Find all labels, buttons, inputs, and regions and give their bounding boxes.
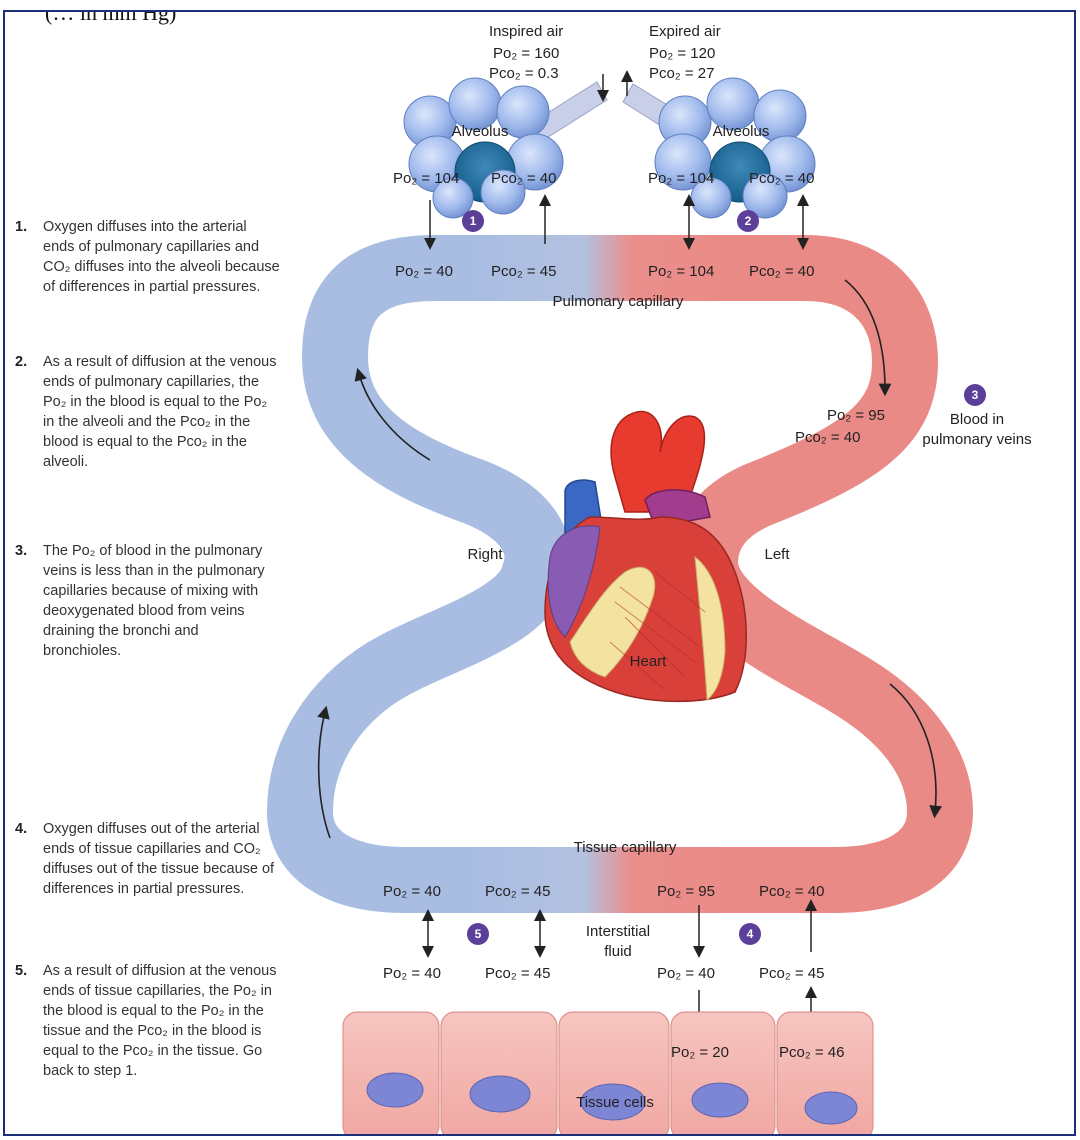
svg-text:4: 4 [747, 927, 754, 941]
diagram-frame: (… in mm Hg) [3, 10, 1076, 1136]
alveolus-left-po2: Po₂ = 104 [393, 170, 459, 187]
alveolus-right-label: Alveolus [713, 123, 770, 140]
step-badge-5: 5 [467, 923, 489, 945]
svg-text:5: 5 [475, 927, 482, 941]
step-badge-4: 4 [739, 923, 761, 945]
tissue-capillary-right-po2: Po₂ = 95 [657, 883, 715, 900]
step-5-text: 5. As a result of diffusion at the venou… [15, 961, 280, 1081]
alveolus-right-pco2: Pco₂ = 40 [749, 170, 814, 187]
expired-air-title: Expired air [649, 23, 721, 40]
tissue-capillary-left-pco2: Pco₂ = 45 [485, 883, 550, 900]
svg-text:3: 3 [972, 388, 979, 402]
pulmonary-veins-pco2: Pco₂ = 40 [795, 429, 860, 446]
heart-left-label: Left [764, 546, 790, 563]
heart-illustration: Heart [545, 412, 746, 702]
expired-pco2: Pco₂ = 27 [649, 65, 714, 82]
step-2-text: 2. As a result of diffusion at the venou… [15, 352, 280, 472]
interstitial-left-pco2: Pco₂ = 45 [485, 965, 550, 982]
pulmonary-veins-po2: Po₂ = 95 [827, 407, 885, 424]
pulmonary-veins-label-2: pulmonary veins [922, 431, 1031, 448]
alveolus-right-po2: Po₂ = 104 [648, 170, 714, 187]
step-badge-1: 1 [462, 210, 484, 232]
interstitial-label-2: fluid [604, 943, 632, 960]
step-3-text: 3. The Po₂ of blood in the pulmonary vei… [15, 541, 280, 661]
pulmonary-capillary-right-po2: Po₂ = 104 [648, 263, 714, 280]
inspired-po2: Po₂ = 160 [493, 45, 559, 62]
tissue-cells: Tissue cells [343, 1012, 873, 1136]
interstitial-left-po2: Po₂ = 40 [383, 965, 441, 982]
pulmonary-capillary-left-po2: Po₂ = 40 [395, 263, 453, 280]
interstitial-label-1: Interstitial [586, 923, 650, 940]
tissue-capillary-blend [475, 847, 735, 913]
pulmonary-veins-label-1: Blood in [950, 411, 1004, 428]
interstitial-right-po2: Po₂ = 40 [657, 965, 715, 982]
tissue-capillary-left-po2: Po₂ = 40 [383, 883, 441, 900]
pulmonary-capillary-left-pco2: Pco₂ = 45 [491, 263, 556, 280]
heart-right-label: Right [467, 546, 503, 563]
step-badge-2: 2 [737, 210, 759, 232]
tissue-cells-label: Tissue cells [576, 1094, 654, 1111]
pulmonary-capillary-right-pco2: Pco₂ = 40 [749, 263, 814, 280]
step-4-text: 4. Oxygen diffuses out of the arterial e… [15, 819, 280, 899]
tissue-capillary-right-pco2: Pco₂ = 40 [759, 883, 824, 900]
inspired-air-title: Inspired air [489, 23, 563, 40]
inspired-pco2: Pco₂ = 0.3 [489, 65, 559, 82]
tissue-cells-po2: Po₂ = 20 [671, 1044, 729, 1061]
pulmonary-capillary-label: Pulmonary capillary [553, 293, 684, 310]
alveolus-left-pco2: Pco₂ = 40 [491, 170, 556, 187]
tissue-capillary-label: Tissue capillary [574, 839, 677, 856]
expired-po2: Po₂ = 120 [649, 45, 715, 62]
interstitial-right-pco2: Pco₂ = 45 [759, 965, 824, 982]
svg-text:2: 2 [745, 214, 752, 228]
alveolus-left: Alveolus [404, 78, 563, 218]
alveolus-right: Alveolus [655, 78, 815, 218]
step-badge-3: 3 [964, 384, 986, 406]
heart-label: Heart [630, 653, 668, 670]
step-1-text: 1. Oxygen diffuses into the arterial end… [15, 217, 280, 297]
tissue-cells-pco2: Pco₂ = 46 [779, 1044, 844, 1061]
svg-text:1: 1 [470, 214, 477, 228]
alveolus-left-label: Alveolus [452, 123, 509, 140]
